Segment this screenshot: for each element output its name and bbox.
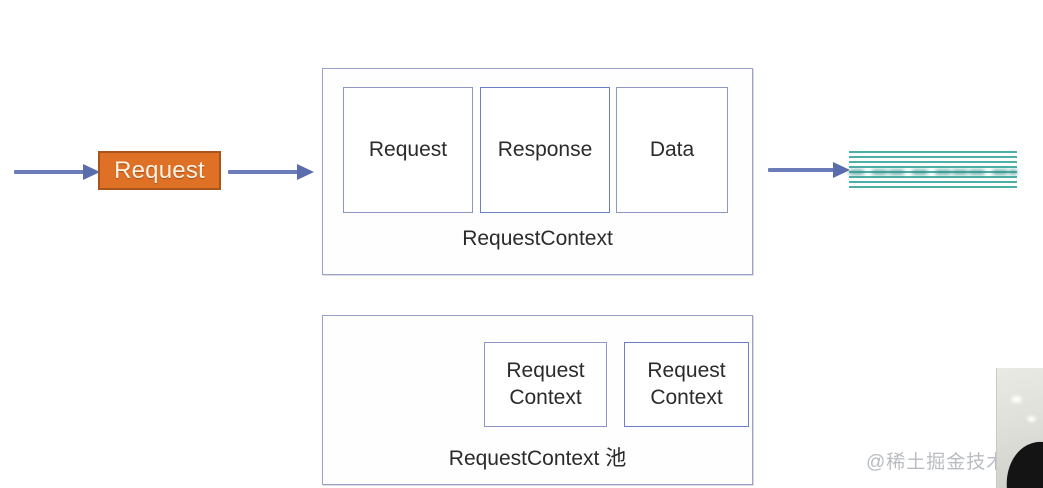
- pool-item-2[interactable]: Request Context: [624, 342, 749, 427]
- pool-item-1[interactable]: Request Context: [484, 342, 607, 427]
- to-context-arrow: [228, 162, 314, 182]
- request-context-part-request[interactable]: Request: [343, 87, 473, 213]
- redacted-striped-block: ▬ ▬▬ ▬ ▬▬▬ ▬▬▬ ▬▬ ▬ ▬: [849, 151, 1017, 189]
- request-context-part-response[interactable]: Response: [480, 87, 610, 213]
- pool-item-1-line1: Request: [506, 359, 585, 383]
- to-output-arrow-head: [833, 162, 850, 178]
- pool-item-2-text: Request Context: [647, 358, 725, 411]
- overlay-highlight-1: [1011, 396, 1022, 403]
- inbound-arrow: [14, 162, 100, 182]
- to-output-arrow: [768, 160, 850, 180]
- pool-item-2-line1: Request: [647, 359, 726, 383]
- to-context-arrow-head: [297, 164, 314, 180]
- pool-item-1-text: Request Context: [506, 358, 584, 411]
- request-chip[interactable]: Request: [98, 151, 221, 190]
- request-context-caption: RequestContext: [462, 227, 613, 250]
- inbound-arrow-shaft: [14, 170, 84, 174]
- pool-item-1-line2: Context: [509, 385, 582, 409]
- request-context-pool-box: Request Context Request Context RequestC…: [322, 315, 753, 485]
- request-context-pool-caption: RequestContext 池: [448, 447, 627, 470]
- to-context-arrow-shaft: [228, 170, 298, 174]
- inbound-arrow-head: [83, 164, 100, 180]
- request-context-part-data[interactable]: Data: [616, 87, 728, 213]
- camera-overlay: [996, 368, 1043, 488]
- overlay-highlight-2: [1027, 416, 1036, 422]
- overlay-silhouette: [997, 434, 1043, 488]
- to-output-arrow-shaft: [768, 168, 834, 172]
- request-context-box: Request Response Data RequestContext: [322, 68, 753, 275]
- redacted-striped-block-text: ▬ ▬▬ ▬ ▬▬▬ ▬▬▬ ▬▬ ▬ ▬: [849, 161, 1017, 179]
- pool-item-2-line2: Context: [650, 385, 723, 409]
